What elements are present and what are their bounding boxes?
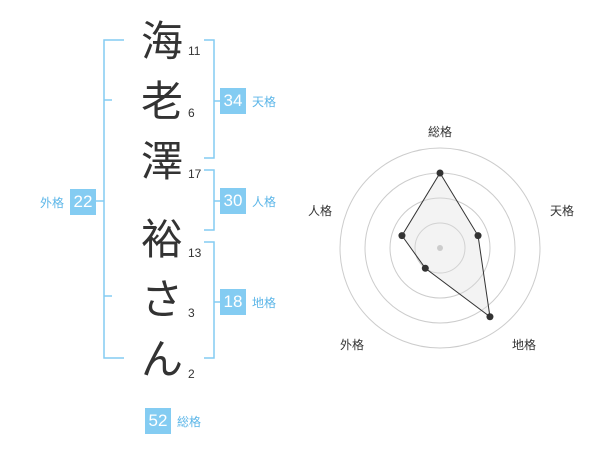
stroke-count-6: 2 xyxy=(188,367,195,381)
tenkaku-value: 34 xyxy=(220,88,246,114)
jinkaku-label: 人格 xyxy=(252,194,277,209)
radar-point-5 xyxy=(398,232,406,240)
chikaku-label: 地格 xyxy=(252,295,277,310)
chikaku-value: 18 xyxy=(220,289,246,315)
jinkaku-value: 30 xyxy=(220,188,246,214)
radar-ring-1 xyxy=(414,222,466,274)
soukaku-badge: 52 総格 xyxy=(145,408,201,434)
radar-ring-2 xyxy=(389,197,491,299)
name-char-2: 老 xyxy=(140,77,183,126)
gaikaku-badge: 外格 22 xyxy=(40,189,97,215)
radar-point-4 xyxy=(421,264,429,272)
gaikaku-label: 外格 xyxy=(40,195,65,210)
gaikaku-bracket xyxy=(103,39,124,359)
radar-ring-4 xyxy=(339,147,541,349)
gaikaku-value: 22 xyxy=(70,189,97,215)
radar-label-chikaku: 地格 xyxy=(511,338,536,352)
chikaku-badge: 18 地格 xyxy=(220,289,276,315)
name-char-3: 澤 xyxy=(140,137,183,186)
stroke-count-4: 13 xyxy=(188,246,202,260)
radar-label-soukaku: 総格 xyxy=(427,125,452,139)
stroke-count-5: 3 xyxy=(188,306,195,320)
radar-point-2 xyxy=(474,232,482,240)
jinkaku-badge: 30 人格 xyxy=(220,188,276,214)
radar-chart xyxy=(339,147,541,349)
radar-polygon xyxy=(401,172,491,318)
name-char-4: 裕 xyxy=(140,215,183,264)
radar-point-1 xyxy=(436,169,444,177)
radar-point-3 xyxy=(486,313,494,321)
name-char-5: さ xyxy=(140,275,183,324)
soukaku-value: 52 xyxy=(145,408,171,434)
soukaku-label: 総格 xyxy=(177,414,202,429)
radar-label-jinkaku: 人格 xyxy=(307,204,332,218)
chikaku-bracket xyxy=(204,241,215,359)
stroke-count-1: 11 xyxy=(188,44,201,58)
name-char-1: 海 xyxy=(140,17,183,66)
name-char-6: ん xyxy=(140,335,183,384)
jinkaku-bracket xyxy=(204,169,215,231)
stroke-count-2: 6 xyxy=(188,106,195,120)
radar-label-gaikaku: 外格 xyxy=(339,338,364,352)
tenkaku-bracket xyxy=(204,39,215,159)
tenkaku-label: 天格 xyxy=(252,94,277,109)
tenkaku-badge: 34 天格 xyxy=(220,88,276,114)
stroke-count-3: 17 xyxy=(188,167,202,181)
radar-label-tenkaku: 天格 xyxy=(549,204,574,218)
radar-center-dot xyxy=(437,245,443,251)
